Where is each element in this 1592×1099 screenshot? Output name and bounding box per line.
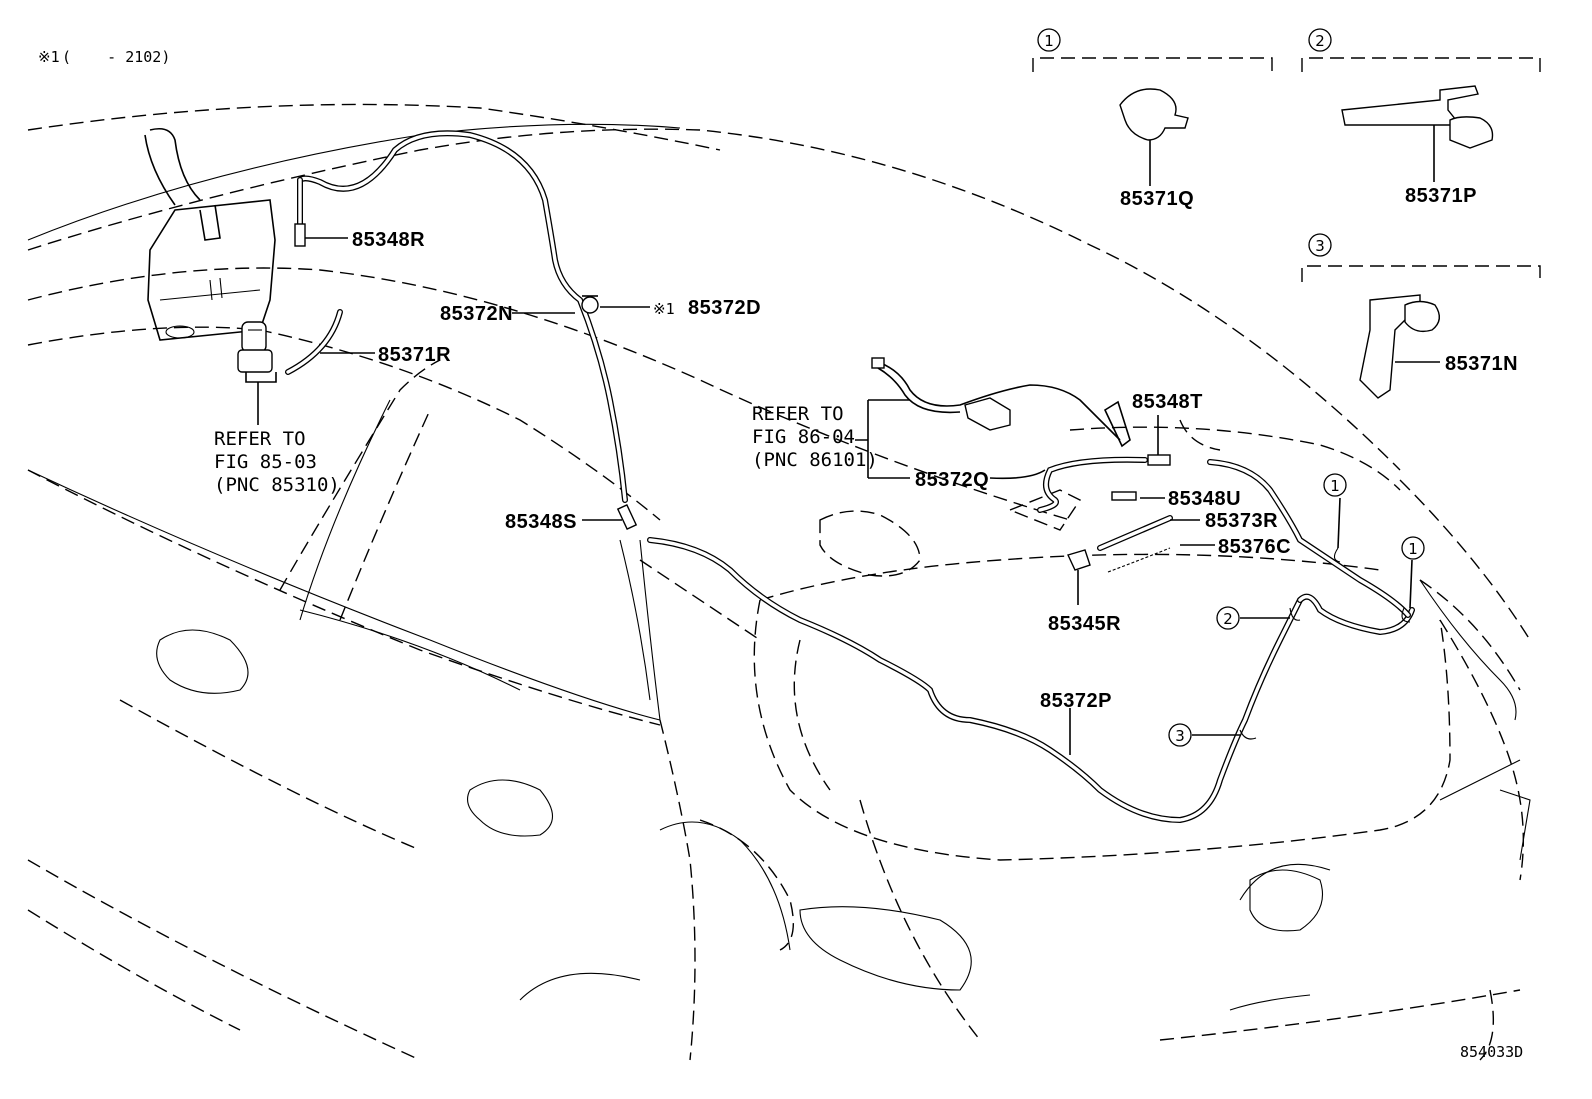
part-85372N-label: 85372N	[440, 303, 513, 325]
part-85348S-label: 85348S	[505, 511, 577, 533]
part-85372P-label: 85372P	[1040, 690, 1112, 712]
wire-harness	[871, 357, 1131, 448]
part-85371R-label: 85371R	[378, 344, 451, 366]
ref-left-line1: REFER TO	[214, 428, 306, 450]
callouts: 1 1 2 3	[1168, 473, 1425, 747]
part-85372D-mark: ※1	[653, 300, 675, 318]
legend-num-1: 1	[1044, 32, 1054, 50]
hose-lines	[285, 130, 1415, 824]
part-85376C-label: 85376C	[1218, 536, 1291, 558]
ref-right-line3: (PNC 86101)	[752, 449, 878, 471]
leader-lines	[257, 237, 1413, 755]
car-body-contours	[27, 123, 1531, 1011]
part-85345R-label: 85345R	[1048, 613, 1121, 635]
ref-left-line2: FIG 85-03	[214, 451, 317, 473]
part-85348U-label: 85348U	[1168, 488, 1241, 510]
legend-num-2: 2	[1315, 32, 1325, 50]
part-85371N-label: 85371N	[1445, 353, 1518, 375]
note-range: ( - 2102)	[62, 48, 170, 66]
ref-right-line1: REFER TO	[752, 403, 844, 425]
connectors	[294, 223, 1411, 740]
legend-group-2: 2 85371P	[1301, 28, 1541, 207]
legend-num-3: 3	[1315, 237, 1325, 255]
callout-2: 2	[1223, 610, 1233, 628]
legend-group-3: 3 85371N	[1301, 233, 1541, 399]
labels: ※1 ( - 2102) 85348R 85372N ※1 85372D 853…	[38, 48, 1523, 1061]
ref-right-line2: FIG 86-04	[752, 426, 855, 448]
figure-code: 854033D	[1460, 1043, 1523, 1061]
callout-3: 3	[1175, 727, 1185, 745]
part-85373R-label: 85373R	[1205, 510, 1278, 532]
part-85371Q-label: 85371Q	[1120, 188, 1194, 210]
part-85372Q-label: 85372Q	[915, 469, 989, 491]
car-body-outline	[27, 103, 1531, 1061]
washer-tank	[144, 127, 276, 341]
note-mark: ※1	[38, 48, 60, 66]
part-85371P-label: 85371P	[1405, 185, 1477, 207]
part-85348R-label: 85348R	[352, 229, 425, 251]
callout-1a: 1	[1330, 477, 1340, 495]
callout-1b: 1	[1408, 540, 1418, 558]
ref-left-line3: (PNC 85310)	[214, 474, 340, 496]
part-85372D-label: 85372D	[688, 297, 761, 319]
washer-pump	[237, 321, 277, 383]
legend-group-1: 1 85371Q	[1032, 28, 1273, 210]
part-85348T-label: 85348T	[1132, 391, 1203, 413]
